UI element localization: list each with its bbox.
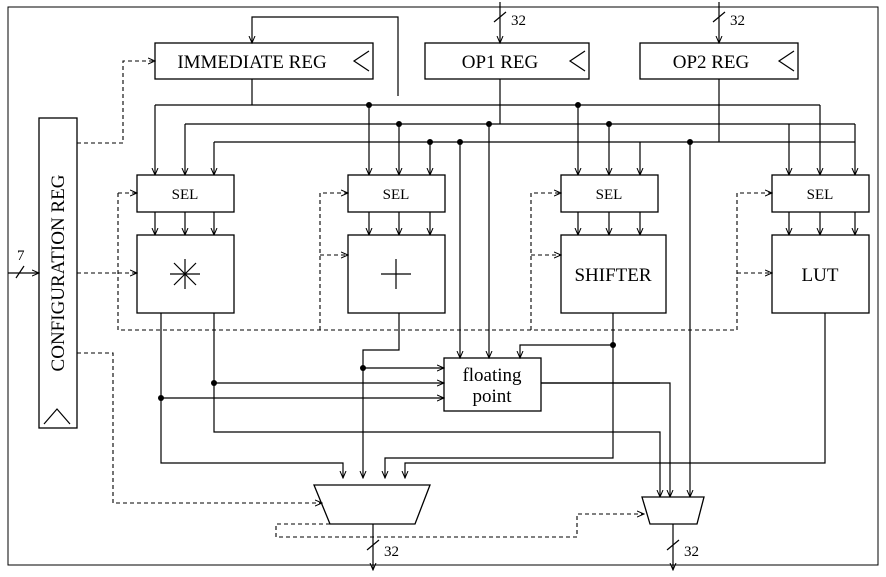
config-bus-width: 7 [17, 248, 25, 264]
configuration-register-label: CONFIGURATION REG [48, 174, 69, 371]
immediate-register: IMMEDIATE REG [154, 42, 374, 80]
selector-1-label: SEL [172, 187, 199, 203]
plus-icon [381, 259, 411, 289]
floating-point-label-line1: floating [462, 365, 522, 386]
selector-1: SEL [136, 174, 235, 213]
multiplier-unit [136, 234, 235, 314]
op1-register: OP1 REG [424, 42, 590, 80]
operand-buses [155, 16, 855, 143]
control-lines [77, 61, 772, 538]
output-mux-1 [313, 484, 431, 525]
op2-bus-width: 32 [730, 13, 745, 29]
configuration-register: CONFIGURATION REG [38, 117, 78, 429]
multiply-icon [170, 259, 200, 289]
op2-register: OP2 REG [639, 42, 799, 80]
lut-unit: LUT [771, 234, 870, 314]
selector-3-label: SEL [596, 187, 623, 203]
shifter-unit: SHIFTER [560, 234, 667, 314]
selector-4-label: SEL [807, 187, 834, 203]
selector-2-label: SEL [383, 187, 410, 203]
output-bus-2-width: 32 [684, 544, 699, 560]
op1-bus-width: 32 [511, 13, 526, 29]
outer-frame [7, 6, 879, 566]
lut-label: LUT [802, 265, 839, 286]
floating-point-unit: floating point [443, 357, 542, 412]
selector-3: SEL [560, 174, 659, 213]
selector-4: SEL [771, 174, 870, 213]
floating-point-label-line2: point [472, 386, 512, 407]
op1-register-label: OP1 REG [462, 52, 539, 73]
adder-unit [347, 234, 446, 314]
op2-register-label: OP2 REG [673, 52, 750, 73]
immediate-register-label: IMMEDIATE REG [177, 52, 327, 73]
output-bus-1-width: 32 [384, 544, 399, 560]
output-mux-2 [641, 496, 705, 525]
shifter-label: SHIFTER [574, 265, 651, 286]
selector-2: SEL [347, 174, 446, 213]
